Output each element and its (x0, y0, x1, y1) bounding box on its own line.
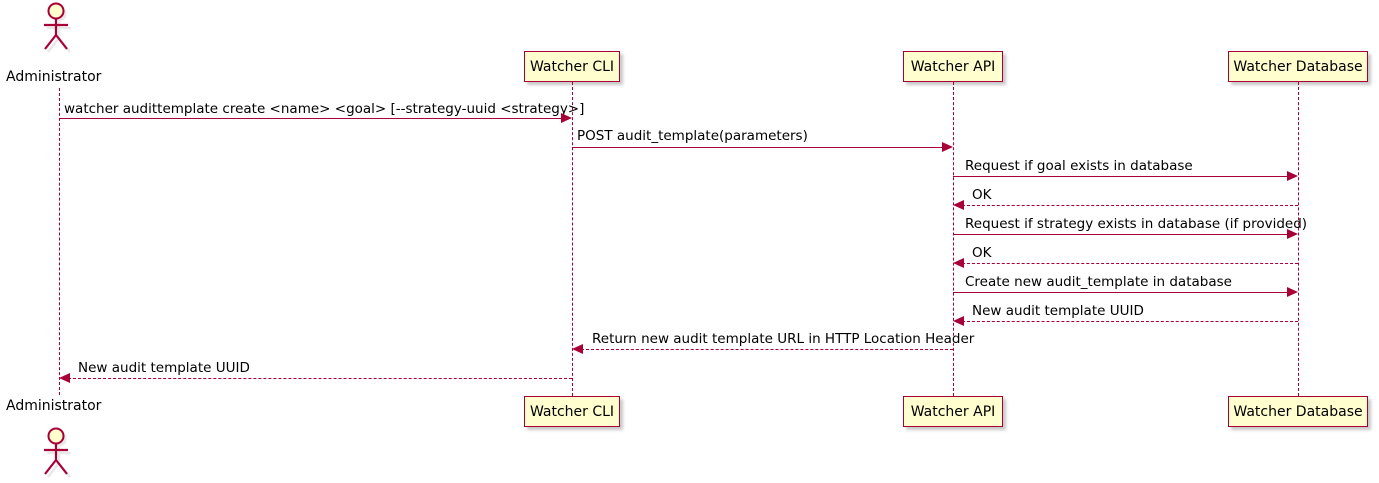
participant-label-watcher-cli-top: Watcher CLI (529, 58, 615, 75)
message-line-2 (572, 147, 944, 148)
participant-box-watcher-api-top[interactable]: Watcher API (903, 51, 1003, 82)
arrowhead-right-icon-5 (1287, 229, 1298, 239)
participant-box-watcher-cli-bottom[interactable]: Watcher CLI (524, 396, 620, 427)
participant-label-watcher-api-top: Watcher API (910, 58, 996, 75)
lifeline-administrator (58, 88, 60, 395)
arrowhead-left-icon-6 (953, 258, 964, 268)
message-line-7 (953, 292, 1289, 293)
message-label-7: Create new audit_template in database (965, 274, 1232, 290)
arrowhead-left-icon-4 (953, 200, 964, 210)
message-line-9 (581, 349, 953, 350)
actor-icon-administrator-top (36, 2, 82, 54)
lifeline-watcher-cli (571, 82, 573, 396)
message-line-1 (59, 118, 563, 119)
participant-label-watcher-database-bottom: Watcher Database (1233, 403, 1363, 420)
message-label-6: OK (972, 245, 992, 261)
actor-label-administrator-top: Administrator (6, 69, 102, 85)
arrowhead-right-icon-3 (1287, 171, 1298, 181)
message-label-3: Request if goal exists in database (965, 158, 1193, 174)
arrowhead-right-icon-2 (942, 142, 953, 152)
participant-box-watcher-cli-top[interactable]: Watcher CLI (524, 51, 620, 82)
message-line-4 (962, 205, 1298, 206)
participant-label-watcher-database-top: Watcher Database (1233, 58, 1363, 75)
message-label-1: watcher audittemplate create <name> <goa… (64, 101, 585, 117)
message-line-8 (962, 321, 1298, 322)
participant-box-watcher-database-bottom[interactable]: Watcher Database (1228, 396, 1368, 427)
lifeline-watcher-api (952, 82, 954, 396)
message-label-5: Request if strategy exists in database (… (965, 216, 1308, 232)
message-line-10 (68, 378, 572, 379)
arrowhead-right-icon-1 (561, 113, 572, 123)
arrowhead-left-icon-10 (59, 373, 70, 383)
participant-label-watcher-api-bottom: Watcher API (910, 403, 996, 420)
message-label-8: New audit template UUID (972, 303, 1144, 319)
actor-label-administrator-bottom: Administrator (6, 398, 102, 414)
message-label-9: Return new audit template URL in HTTP Lo… (592, 331, 975, 347)
message-label-4: OK (972, 187, 992, 203)
message-line-3 (953, 176, 1289, 177)
arrowhead-left-icon-8 (953, 316, 964, 326)
message-label-10: New audit template UUID (78, 360, 250, 376)
actor-icon-administrator-bottom (36, 427, 82, 479)
lifeline-watcher-database (1297, 82, 1299, 396)
arrowhead-left-icon-9 (572, 344, 583, 354)
message-label-2: POST audit_template(parameters) (577, 128, 808, 144)
arrowhead-right-icon-7 (1287, 287, 1298, 297)
message-line-6 (962, 263, 1298, 264)
message-line-5 (953, 234, 1289, 235)
participant-box-watcher-database-top[interactable]: Watcher Database (1228, 51, 1368, 82)
participant-label-watcher-cli-bottom: Watcher CLI (529, 403, 615, 420)
participant-box-watcher-api-bottom[interactable]: Watcher API (903, 396, 1003, 427)
